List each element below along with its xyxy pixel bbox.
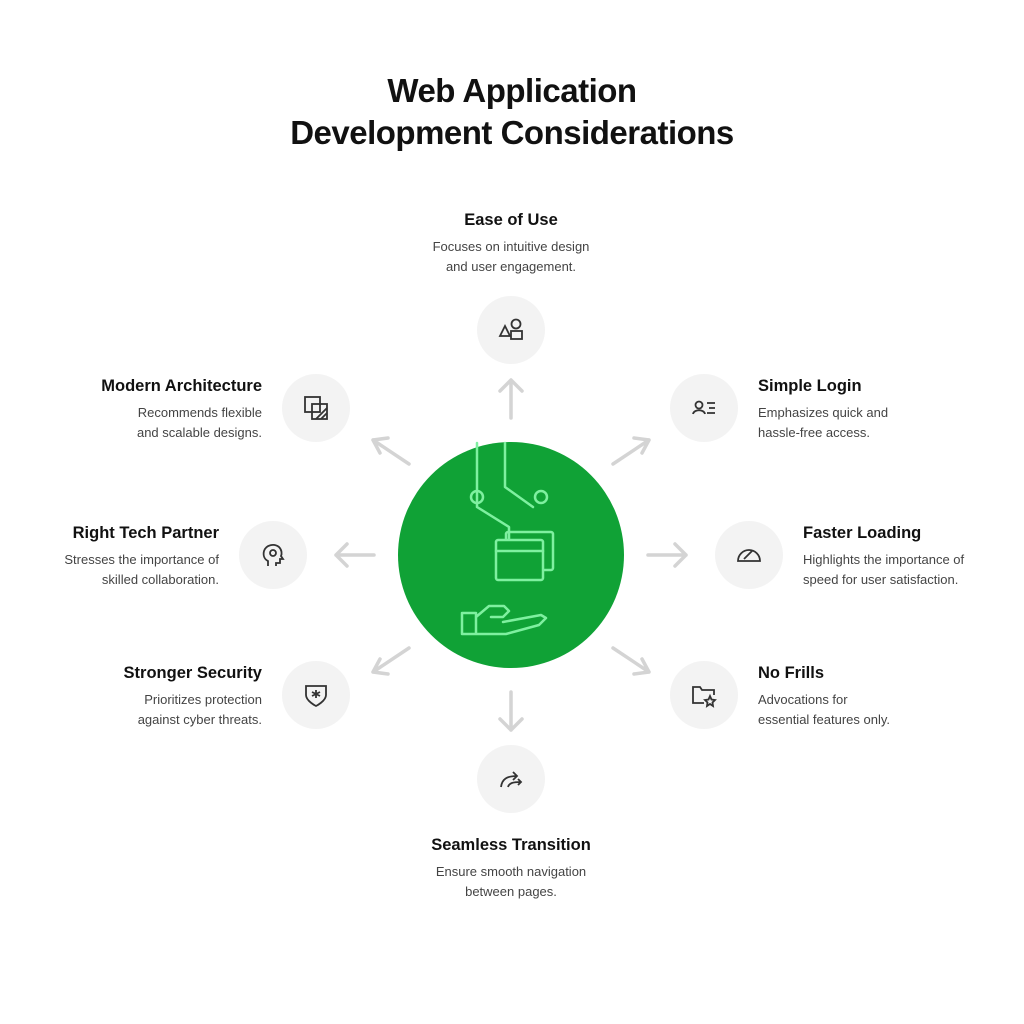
shapes-icon xyxy=(498,318,523,340)
speedometer-icon xyxy=(737,549,761,562)
item-desc-line-1: Highlights the importance of xyxy=(803,552,965,567)
title-line-1: Web Application xyxy=(387,72,637,109)
page-title: Web Application Development Consideratio… xyxy=(0,70,1024,154)
item-desc-line-1: Prioritizes protection xyxy=(144,692,262,707)
item-desc: Prioritizes protection against cyber thre… xyxy=(22,690,262,730)
arrow-up-right xyxy=(611,436,651,466)
shapes-icon-badge xyxy=(477,296,545,364)
item-desc-line-1: Focuses on intuitive design xyxy=(432,239,590,254)
item-desc: Recommends flexible and scalable designs. xyxy=(22,403,262,443)
item-desc-line-2: speed for user satisfaction. xyxy=(803,572,959,587)
central-hub xyxy=(398,441,624,668)
item-desc-line-1: Advocations for xyxy=(758,692,848,707)
layered-squares-icon xyxy=(304,396,328,420)
item-title: Right Tech Partner xyxy=(72,524,219,542)
speedometer-icon-badge xyxy=(715,521,783,589)
layered-squares-icon-badge xyxy=(282,374,350,442)
item-desc: Emphasizes quick and hassle-free access. xyxy=(758,403,998,443)
item-title: Stronger Security xyxy=(123,664,262,682)
folder-star-icon xyxy=(692,686,717,708)
arrow-down xyxy=(498,690,524,732)
item-desc-line-2: and scalable designs. xyxy=(136,425,262,440)
shield-star-icon-badge xyxy=(282,661,350,729)
item-desc-line-2: hassle-free access. xyxy=(758,425,870,440)
item-desc: Advocations for essential features only. xyxy=(758,690,998,730)
user-list-icon xyxy=(692,400,715,415)
arrow-up-left xyxy=(371,436,411,466)
item-desc-line-1: Recommends flexible xyxy=(137,405,262,420)
item-title: Modern Architecture xyxy=(101,377,262,395)
item-title: Ease of Use xyxy=(464,211,558,229)
arrow-right xyxy=(646,542,688,568)
hand-window-circuit-icon xyxy=(460,441,555,636)
folder-star-icon-badge xyxy=(670,661,738,729)
user-list-icon-badge xyxy=(670,374,738,442)
item-desc-line-2: essential features only. xyxy=(758,712,890,727)
item-desc: Highlights the importance of speed for us… xyxy=(803,550,1024,590)
title-line-2: Development Considerations xyxy=(290,114,734,151)
head-gear-icon-badge xyxy=(239,521,307,589)
item-title: Faster Loading xyxy=(803,524,922,542)
item-desc-line-1: Stresses the importance of xyxy=(64,552,219,567)
item-desc-line-2: against cyber threats. xyxy=(137,712,262,727)
item-desc-line-2: skilled collaboration. xyxy=(101,572,219,587)
item-title: Simple Login xyxy=(758,377,862,395)
forward-arrow-icon xyxy=(500,771,523,788)
item-title: Seamless Transition xyxy=(431,836,591,854)
shield-star-icon xyxy=(305,685,327,708)
arrow-down-right xyxy=(611,646,651,676)
head-gear-icon xyxy=(262,544,285,566)
forward-arrow-icon-badge xyxy=(477,745,545,813)
arrow-left xyxy=(334,542,376,568)
arrow-up xyxy=(498,378,524,420)
item-title: No Frills xyxy=(758,664,825,682)
item-desc-line-1: Emphasizes quick and xyxy=(758,405,889,420)
item-desc: Ensure smooth navigation between pages. xyxy=(391,862,631,902)
item-desc: Stresses the importance of skilled collab… xyxy=(0,550,219,590)
arrow-down-left xyxy=(371,646,411,676)
item-desc: Focuses on intuitive design and user enga… xyxy=(391,237,631,277)
item-desc-line-1: Ensure smooth navigation xyxy=(435,864,587,879)
item-desc-line-2: between pages. xyxy=(465,884,557,899)
item-desc-line-2: and user engagement. xyxy=(445,259,577,274)
